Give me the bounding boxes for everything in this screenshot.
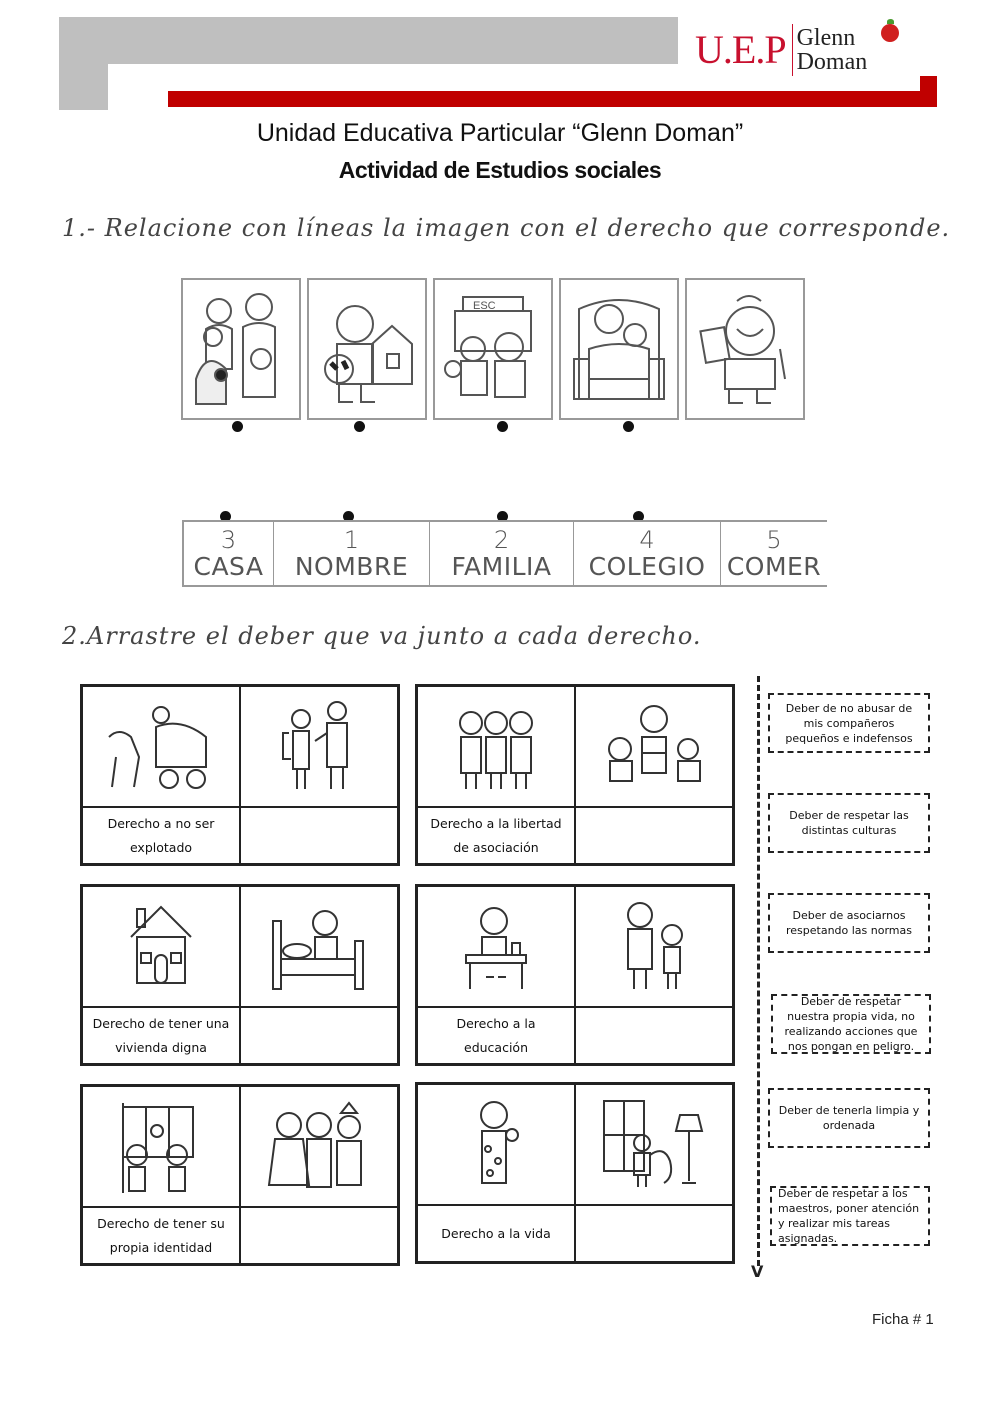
word-label: CASA — [193, 551, 264, 581]
picture-dot-3[interactable] — [497, 421, 508, 432]
section2-instruction: 2.Arrastre el deber que va junto a cada … — [62, 622, 702, 650]
right-label: Derecho a la libertad de asociación — [417, 807, 575, 864]
word-cell-colegio: 4 COLEGIO — [573, 522, 720, 585]
word-cell-comer: 5 COMER — [720, 522, 827, 585]
rights-word-table: 3 CASA 1 NOMBRE 2 FAMILIA 4 COLEGIO 5 CO… — [182, 520, 827, 587]
duty-draggable-5[interactable]: Deber de tenerla limpia y ordenada — [768, 1088, 930, 1148]
teacher-and-student-icon — [240, 686, 398, 807]
word-dot-1[interactable] — [220, 511, 231, 522]
child-labor-cart-icon — [82, 686, 240, 807]
word-number: 2 — [493, 525, 510, 554]
right-card-asociacion: Derecho a la libertad de asociación — [415, 684, 735, 866]
boy-with-ball-house-picture-icon — [307, 278, 427, 420]
logo-name-line2: Doman — [796, 49, 868, 75]
child-at-desk-icon — [417, 886, 575, 1007]
right-label: Derecho a la educación — [417, 1007, 575, 1064]
svg-text:ESC: ESC — [473, 300, 496, 312]
right-card-explotado: Derecho a no ser explotado — [80, 684, 400, 866]
children-traditional-costumes-icon — [240, 1086, 398, 1207]
duty-drop-zone[interactable] — [240, 1207, 398, 1264]
children-with-flag-icon — [82, 1086, 240, 1207]
duty-drop-zone[interactable] — [575, 1205, 733, 1262]
picture-dot-1[interactable] — [232, 421, 243, 432]
word-number: 4 — [639, 525, 655, 554]
right-card-vida: Derecho a la vida — [415, 1082, 735, 1264]
section1-instruction: 1.- Relacione con líneas la imagen con e… — [62, 214, 951, 242]
header-gray-bar-left — [59, 64, 108, 110]
right-label: Derecho de tener su propia identidad — [82, 1207, 240, 1264]
right-card-educacion: Derecho a la educación — [415, 884, 735, 1066]
duty-drop-zone[interactable] — [575, 1007, 733, 1064]
children-at-school-picture-icon: ESC — [433, 278, 553, 420]
duty-drop-zone[interactable] — [240, 1007, 398, 1064]
family-picture-icon — [181, 278, 301, 420]
word-label: NOMBRE — [294, 551, 409, 581]
word-cell-nombre: 1 NOMBRE — [273, 522, 429, 585]
word-dot-3[interactable] — [497, 511, 508, 522]
picture-dot-2[interactable] — [354, 421, 365, 432]
logo-separator — [791, 24, 793, 76]
house-icon — [82, 886, 240, 1007]
word-dot-4[interactable] — [633, 511, 644, 522]
three-children-icon — [417, 686, 575, 807]
duties-column-divider — [757, 676, 760, 1266]
duty-draggable-4[interactable]: Deber de respetar nuestra propia vida, n… — [771, 994, 931, 1054]
logo-initials: U.E.P — [695, 27, 787, 72]
word-cell-familia: 2 FAMILIA — [429, 522, 573, 585]
header-red-bar-end — [920, 76, 937, 107]
word-dot-2[interactable] — [343, 511, 354, 522]
header-gray-bar — [59, 17, 678, 64]
picture-dot-4[interactable] — [623, 421, 634, 432]
right-label: Derecho a la vida — [417, 1205, 575, 1262]
right-label: Derecho a no ser explotado — [82, 807, 240, 864]
word-label: FAMILIA — [451, 551, 552, 581]
child-with-electric-cord-icon — [575, 1084, 733, 1205]
duty-draggable-1[interactable]: Deber de no abusar de mis compañeros peq… — [768, 693, 930, 753]
section1-pictures: ESC — [181, 278, 805, 420]
duty-draggable-3[interactable]: Deber de asociarnos respetando las norma… — [768, 893, 930, 953]
right-card-identidad: Derecho de tener su propia identidad — [80, 1084, 400, 1266]
page-footer: Ficha # 1 — [872, 1311, 934, 1328]
school-logo: U.E.P Glenn Doman — [695, 19, 899, 78]
grandmother-with-child-picture-icon — [559, 278, 679, 420]
duty-draggable-6[interactable]: Deber de respetar a los maestros, poner … — [770, 1186, 930, 1246]
child-with-id-card-picture-icon — [685, 278, 805, 420]
word-label: COLEGIO — [588, 551, 706, 581]
teacher-with-child-icon — [575, 886, 733, 1007]
word-number: 1 — [343, 525, 360, 554]
right-card-vivienda: Derecho de tener una vivienda digna — [80, 884, 400, 1066]
duty-draggable-2[interactable]: Deber de respetar las distintas culturas — [768, 793, 930, 853]
children-group-reading-icon — [575, 686, 733, 807]
logo-name: Glenn Doman — [797, 26, 868, 74]
word-number: 3 — [220, 525, 237, 554]
child-making-bed-icon — [240, 886, 398, 1007]
header-red-bar — [168, 91, 937, 107]
school-title: Unidad Educativa Particular “Glenn Doman… — [256, 119, 744, 147]
logo-name-line1: Glenn — [796, 25, 856, 51]
activity-title: Actividad de Estudios sociales — [338, 157, 662, 183]
duty-drop-zone[interactable] — [240, 807, 398, 864]
scroll-down-arrow-icon[interactable]: V — [751, 1262, 764, 1281]
word-cell-casa: 3 CASA — [182, 522, 273, 585]
child-holding-flowers-icon — [417, 1084, 575, 1205]
apple-icon — [881, 19, 899, 42]
right-label: Derecho de tener una vivienda digna — [82, 1007, 240, 1064]
duty-drop-zone[interactable] — [575, 807, 733, 864]
word-label: COMER — [726, 551, 822, 581]
word-number: 5 — [766, 525, 782, 554]
